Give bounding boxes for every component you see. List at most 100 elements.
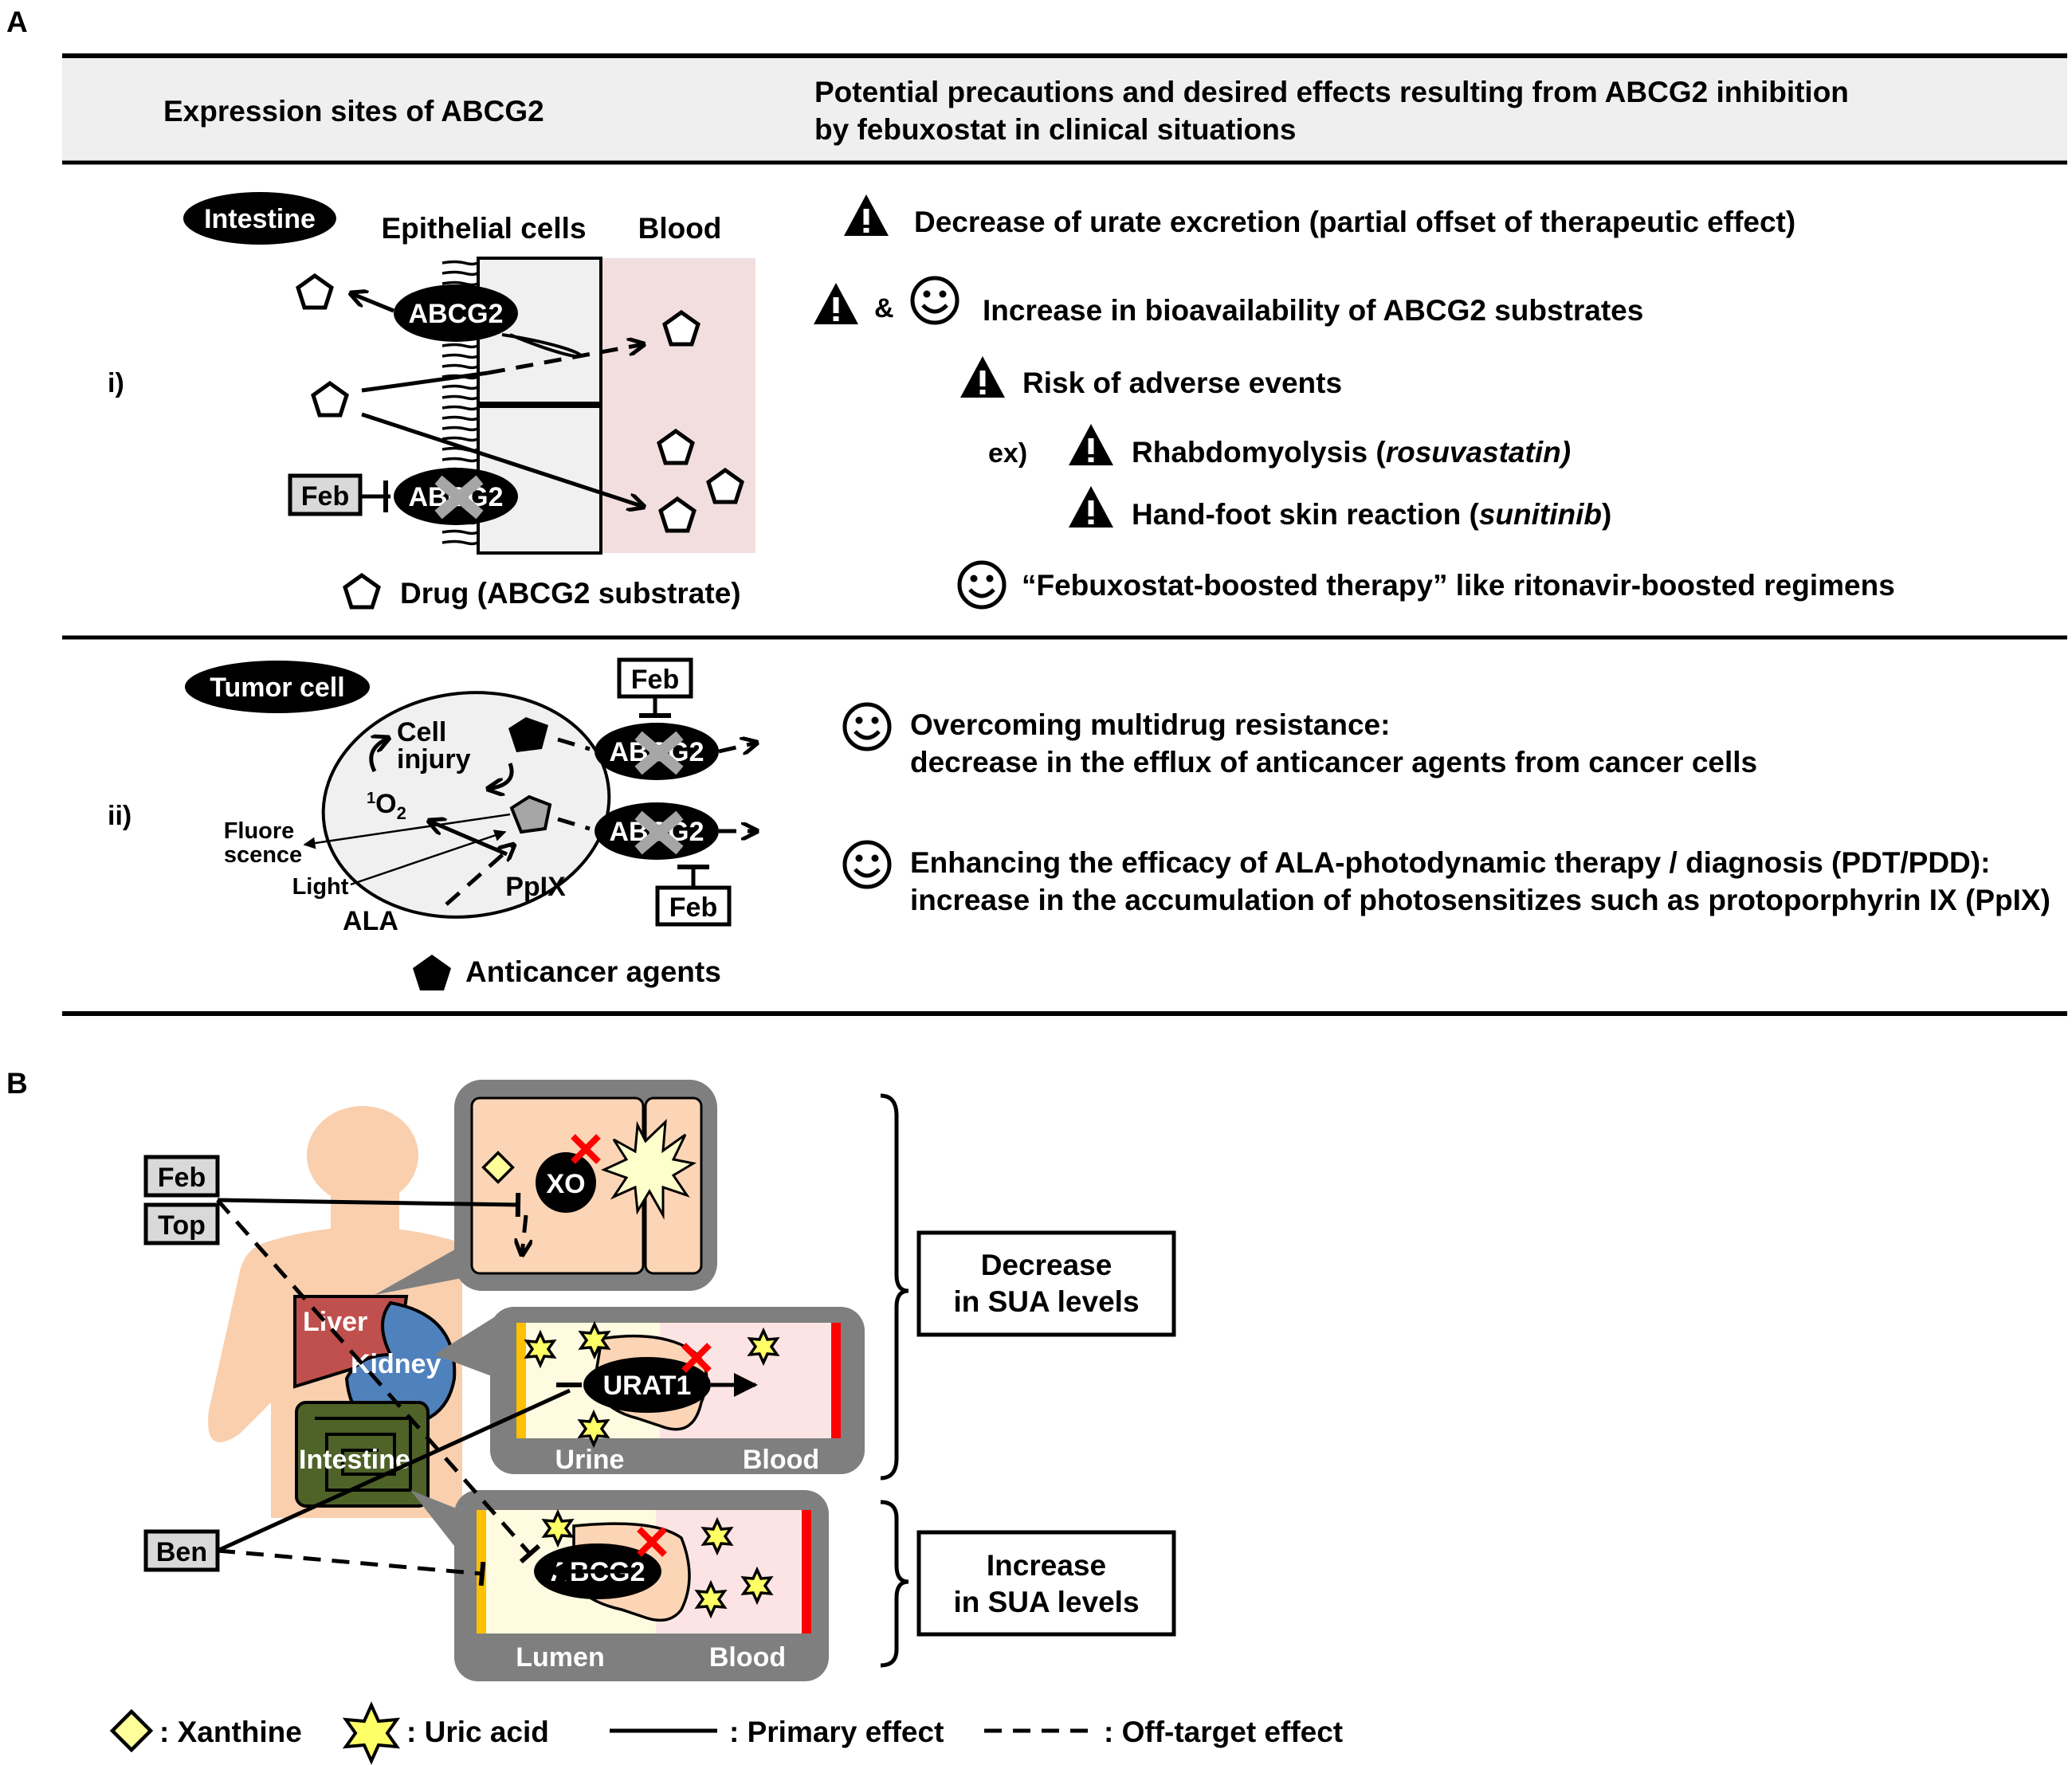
effect-rhabdomyolysis: Rhabdomyolysis (rosuvastatin) (1132, 436, 1571, 469)
singlet-oxygen-label: 1O2 (367, 789, 406, 823)
header-effects-line2: by febuxostat in clinical situations (814, 113, 1296, 146)
legend-xanthine-label: : Xanthine (159, 1716, 302, 1748)
kidney-label: Kidney (351, 1349, 441, 1379)
feb-inhibitor-box (288, 473, 363, 516)
feb-label-bottom: Feb (669, 892, 717, 923)
xanthine-conversion-dashed-arrow (522, 1214, 526, 1255)
panel-label-b: B (6, 1067, 28, 1100)
decrease-sua-line1: Decrease (981, 1249, 1113, 1281)
anticancer-legend-label: Anticancer agents (465, 955, 721, 988)
urat1-transporter (583, 1357, 711, 1413)
header-effects-line1: Potential precautions and desired effect… (814, 76, 1849, 108)
feb-drug-label: Feb (158, 1163, 206, 1193)
kidney-inset-pointer (434, 1315, 498, 1379)
effect-mdr-line2: decrease in the efflux of anticancer age… (910, 746, 1757, 779)
efflux-arrow (351, 293, 394, 313)
liver-inset-pointer (375, 1243, 478, 1295)
legend-offtarget-label: : Off-target effect (1104, 1716, 1343, 1748)
feb-label-top: Feb (631, 665, 679, 695)
legend-uric-acid-label: : Uric acid (406, 1716, 549, 1748)
increase-sua-box (916, 1530, 1176, 1637)
table-header-background (62, 56, 2067, 163)
ala-to-ppix-dashed-arrow (445, 845, 514, 906)
epithelial-cells-label: Epithelial cells (381, 212, 586, 245)
legend-xanthine-symbol (109, 1708, 154, 1753)
agent-to-injury-arrow (488, 763, 514, 789)
effect-pdt-line2: increase in the accumulation of photosen… (910, 884, 2050, 916)
tumor-cell-badge (185, 661, 370, 713)
effect-handfoot: Hand-foot skin reaction (sunitinib) (1132, 498, 1611, 531)
ppix-efflux-dashed (557, 817, 591, 831)
anticancer-legend-symbol (413, 955, 451, 990)
effect-risk-adverse: Risk of adverse events (1022, 367, 1342, 399)
agent-efflux-dashed (557, 737, 591, 751)
fluorescence-emission-arrow (303, 813, 511, 849)
smiley-icon-bioavailability (912, 278, 957, 323)
lumen-label: Lumen (516, 1642, 604, 1673)
light-label: Light (292, 874, 349, 900)
ppix-label: PpIX (505, 872, 566, 902)
tumor-cell-badge-label: Tumor cell (210, 673, 344, 703)
feb-abcg2-offtarget-line (216, 1198, 541, 1564)
warning-icon-bioavailability (814, 283, 858, 324)
drug-substrate-effluxed (298, 276, 332, 308)
light-excitation-arrow (350, 830, 507, 886)
kidney-blood-label: Blood (743, 1445, 819, 1475)
xanthine-oxidase-enzyme (536, 1152, 596, 1213)
ppix-pentagon (509, 794, 552, 834)
effect-bioavailability: Increase in bioavailability of ABCG2 sub… (983, 294, 1643, 327)
anticancer-agent-in-cell (508, 717, 548, 752)
blood-label: Blood (638, 212, 722, 245)
ppix-to-singlet-oxygen-arrow (429, 821, 508, 857)
cell-injury-line2: injury (397, 744, 471, 775)
tumor-cell-body (321, 691, 611, 919)
urat1-label: URAT1 (603, 1371, 692, 1401)
increase-sua-line1: Increase (987, 1549, 1106, 1582)
singlet-oxygen-to-injury-arrow (369, 738, 389, 773)
feb-inhibitor-label: Feb (301, 481, 349, 512)
intestine-blood-edge-marker (802, 1510, 811, 1634)
cell-damage-burst (601, 1119, 697, 1220)
fluorescence-line2: scence (224, 842, 302, 868)
row-label-i: i) (108, 368, 124, 398)
urine-label: Urine (555, 1445, 625, 1475)
warning-icon-handfoot (1069, 486, 1113, 528)
effect-boosted-therapy: “Febuxostat-boosted therapy” like ritona… (1022, 569, 1895, 602)
smiley-icon-pdt (845, 842, 889, 887)
legend-primary-label: : Primary effect (729, 1716, 944, 1748)
ben-abcg2-offtarget-line (217, 1548, 486, 1587)
decrease-brace (880, 1093, 909, 1481)
cell-injury-line1: Cell (397, 717, 446, 747)
xo-label: XO (546, 1169, 585, 1199)
top-drug-label: Top (158, 1210, 206, 1241)
increase-sua-line2: in SUA levels (953, 1586, 1139, 1618)
effect-decrease-urate: Decrease of urate excretion (partial off… (914, 206, 1795, 238)
warning-icon-rhabdo (1069, 424, 1113, 465)
top-drug-box (143, 1202, 220, 1245)
feb-top-xo-primary-line (217, 1192, 521, 1218)
drug-substrate-input (313, 383, 347, 415)
drug-legend-symbol (345, 575, 379, 607)
feb-box-bottom (655, 885, 732, 927)
fluorescence-line1: Fluore (224, 818, 295, 844)
warning-icon-urate (844, 194, 889, 236)
intestine-badge-label: Intestine (204, 204, 316, 234)
ben-drug-label: Ben (156, 1537, 207, 1567)
abcg2-upper-label: ABCG2 (408, 299, 503, 329)
drug-uptake-line (361, 371, 489, 393)
ampersand: & (874, 293, 894, 324)
abcg2-transporter-upper (394, 284, 518, 342)
intestine-badge (183, 192, 336, 245)
ben-urat1-primary-line (216, 1388, 571, 1553)
effect-mdr-line1: Overcoming multidrug resistance: (910, 708, 1390, 741)
intestine-blood-label: Blood (709, 1642, 786, 1673)
decrease-sua-box (916, 1230, 1176, 1337)
smiley-icon-boosted (959, 563, 1004, 607)
example-label: ex) (988, 438, 1027, 469)
drug-legend-label: Drug (ABCG2 substrate) (400, 577, 741, 610)
panel-label-a: A (6, 6, 28, 38)
decrease-sua-line2: in SUA levels (953, 1285, 1139, 1318)
smiley-icon-mdr (845, 704, 889, 749)
legend-uric-acid-symbol (342, 1701, 401, 1765)
